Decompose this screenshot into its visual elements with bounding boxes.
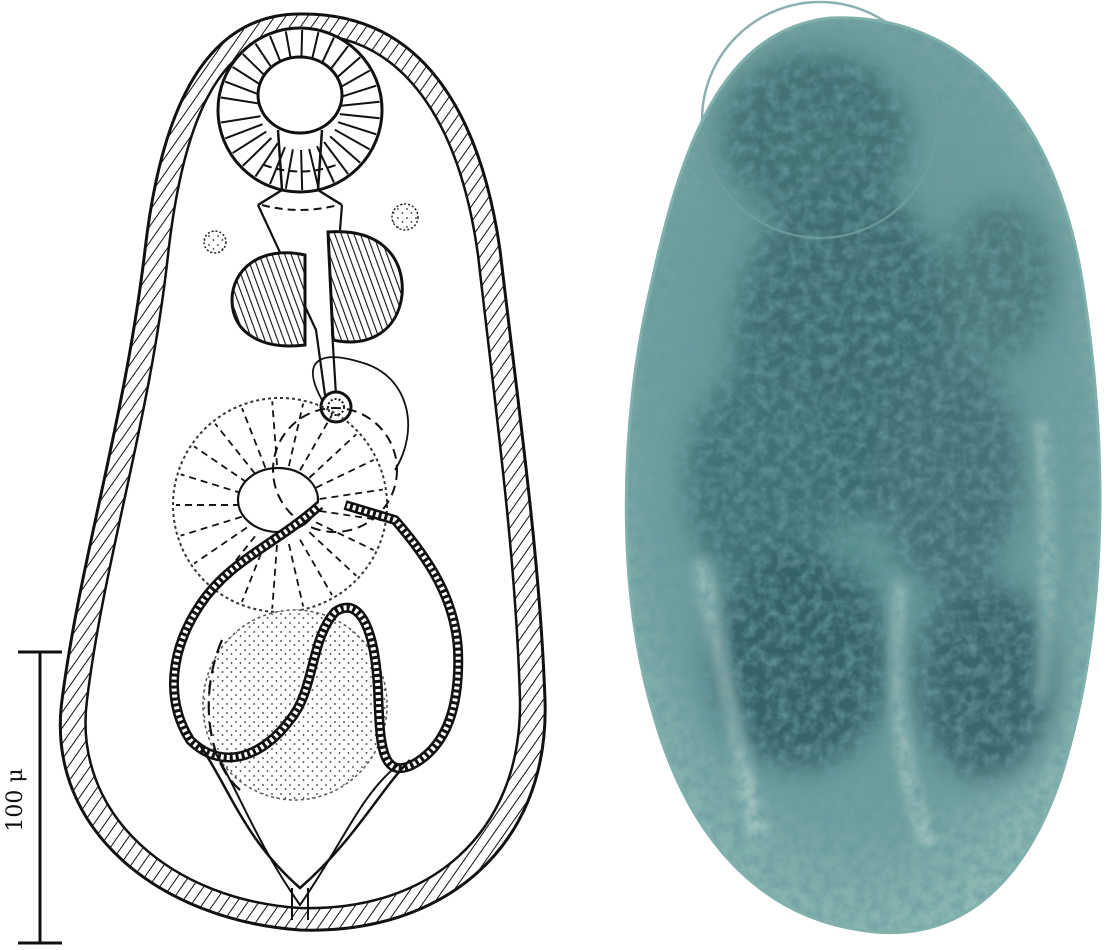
micrograph-panel — [600, 0, 1118, 950]
line-drawing-panel: 100 μ — [3, 14, 545, 943]
genital-pore-icon — [321, 392, 351, 422]
muscle-ray — [301, 150, 302, 190]
oral-sucker — [218, 28, 382, 192]
scale-bar: 100 μ — [3, 652, 62, 943]
scale-bar-label: 100 μ — [3, 768, 28, 831]
eyespot-right-icon — [392, 204, 418, 230]
eyespot-left-icon — [204, 231, 226, 253]
